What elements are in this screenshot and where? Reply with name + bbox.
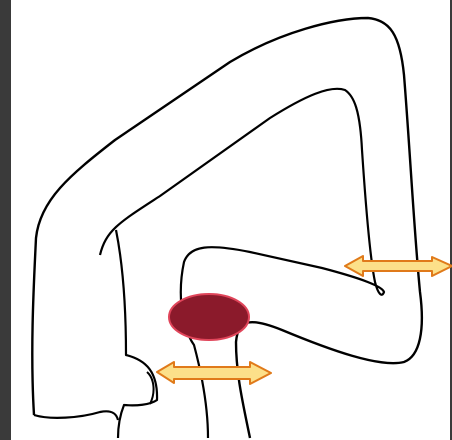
tube-side-stub [147, 372, 154, 404]
double-headed-arrow-right [345, 256, 452, 276]
tube-inner-contour [100, 89, 384, 438]
tube-left-wall [116, 230, 157, 438]
tube-lower-base [34, 411, 118, 420]
double-headed-arrow-lower [157, 362, 271, 384]
occlusion-marker [169, 294, 249, 340]
